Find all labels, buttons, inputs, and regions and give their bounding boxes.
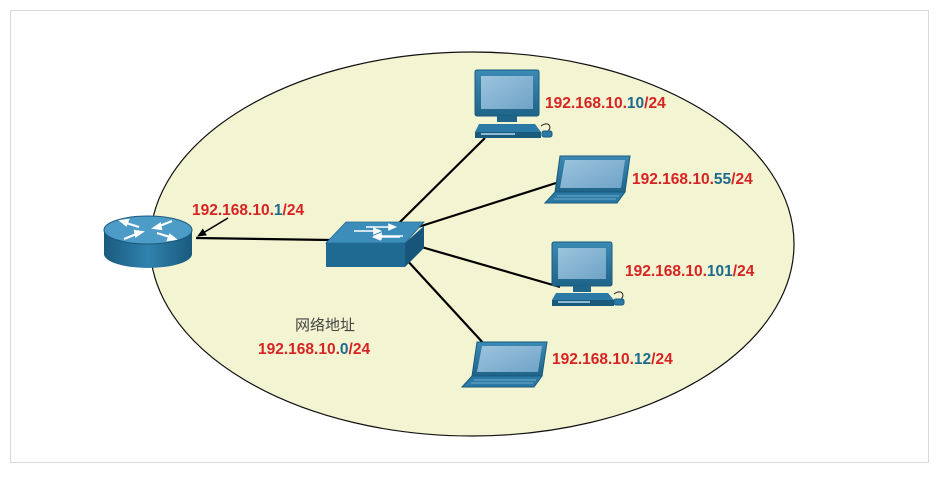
network-label: 网络地址 [295,316,355,334]
links [195,137,561,346]
link-switch-host-2 [414,181,557,230]
link-switch-host-4 [404,257,486,346]
host-address-3: 192.168.10.101/24 [625,263,755,280]
laptop-icon [543,155,631,204]
host-address-4: 192.168.10.12/24 [552,351,673,368]
network-address: 192.168.10.0/24 [258,341,370,358]
host-address-1: 192.168.10.10/24 [545,95,666,112]
desktop-icon [551,241,625,306]
host-address-2: 192.168.10.55/24 [632,171,753,188]
router-icon [103,215,193,268]
desktop-icon [474,69,553,138]
link-router-switch [195,236,331,242]
router-address-arrow [197,217,229,237]
laptop-icon [460,341,548,388]
link-switch-host-1 [397,137,486,225]
link-switch-host-3 [417,244,561,289]
router-address: 192.168.10.1/24 [192,202,304,219]
switch-icon [325,221,425,267]
